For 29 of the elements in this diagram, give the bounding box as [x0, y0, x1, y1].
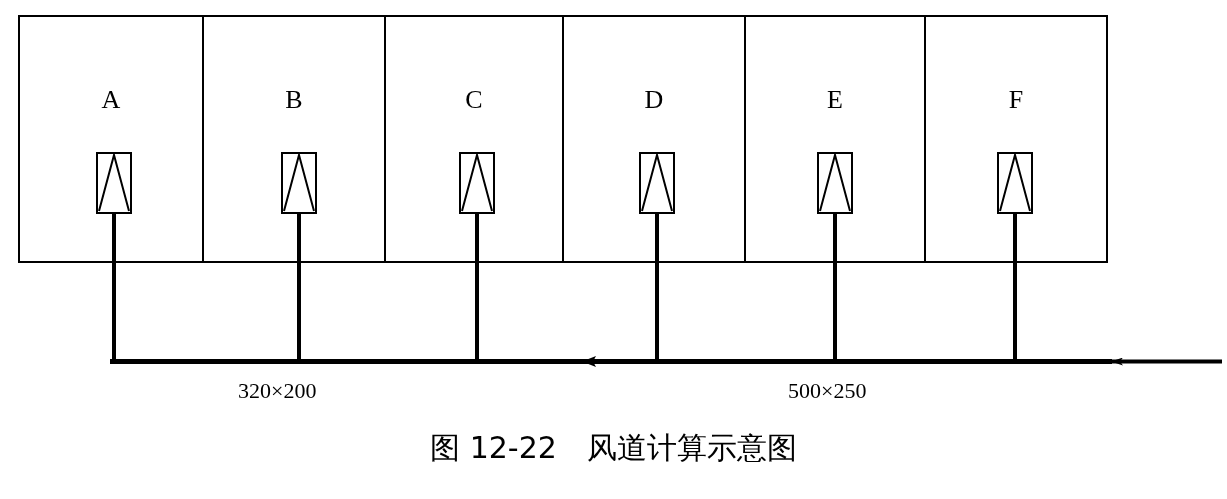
room-box — [18, 15, 204, 263]
air-outlet — [281, 152, 317, 214]
branch-duct — [112, 214, 116, 359]
branch-duct — [475, 214, 479, 359]
room-box — [202, 15, 386, 263]
room-label: D — [643, 85, 665, 115]
duct-size-label: 320×200 — [238, 378, 317, 404]
air-outlet — [639, 152, 675, 214]
room-box — [924, 15, 1108, 263]
room-label: C — [464, 85, 484, 115]
inflow-arrow — [1111, 357, 1222, 366]
branch-duct — [833, 214, 837, 359]
air-outlet — [459, 152, 495, 214]
room-box — [562, 15, 746, 263]
branch-duct — [1013, 214, 1017, 359]
air-outlet — [817, 152, 853, 214]
air-outlet — [96, 152, 132, 214]
room-box — [384, 15, 564, 263]
room-label: B — [284, 85, 304, 115]
figure-caption: 图 12-22 风道计算示意图 — [429, 429, 798, 467]
room-box — [744, 15, 926, 263]
room-label: F — [1007, 85, 1025, 115]
duct-size-label: 500×250 — [788, 378, 867, 404]
branch-duct — [655, 214, 659, 359]
room-label: A — [100, 85, 122, 115]
main-duct — [110, 359, 1112, 364]
room-label: E — [826, 85, 844, 115]
branch-duct — [297, 214, 301, 359]
air-outlet — [997, 152, 1033, 214]
